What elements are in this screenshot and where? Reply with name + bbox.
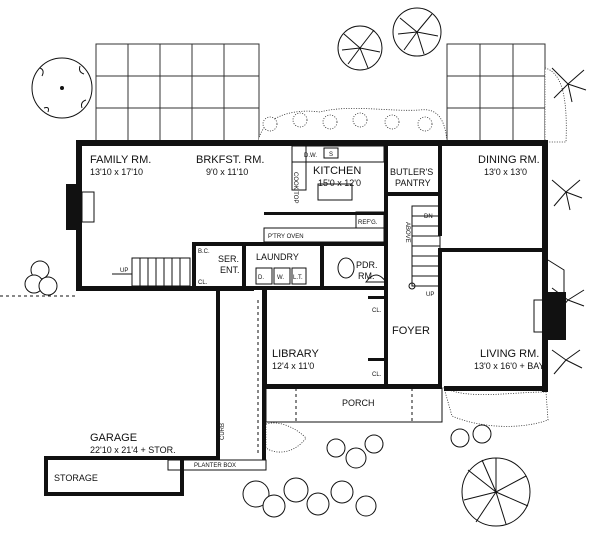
laundry-tub-label: L.T. bbox=[293, 275, 303, 281]
living-bay bbox=[547, 259, 565, 331]
living-room-name: LIVING RM. bbox=[480, 348, 539, 360]
family-stair-up-label: UP bbox=[120, 268, 128, 274]
porch-structure bbox=[265, 387, 443, 423]
washer-label: W. bbox=[277, 275, 284, 281]
butlers-pantry-line1: BUTLER'S bbox=[390, 167, 433, 177]
living-fireplace bbox=[533, 292, 566, 340]
service-entry-line1: SER. bbox=[218, 254, 239, 264]
planter-box-label: PLANTER BOX bbox=[194, 463, 236, 469]
foyer-stair bbox=[408, 205, 441, 290]
garage-name: GARAGE bbox=[90, 432, 137, 444]
garage-structure bbox=[0, 290, 267, 496]
breakfast-room-name: BRKFST. RM. bbox=[196, 154, 264, 166]
pantry-oven-label: P'TRY OVEN bbox=[268, 234, 304, 240]
kitchen-dims: 15'0 x 12'0 bbox=[318, 178, 361, 188]
dryer-label: D. bbox=[258, 275, 264, 281]
family-fireplace bbox=[66, 184, 95, 230]
library-name: LIBRARY bbox=[272, 348, 320, 360]
kitchen-name: KITCHEN bbox=[313, 165, 361, 177]
foyer-closet-upper-label: CL. bbox=[372, 308, 382, 314]
service-entry-line2: ENT. bbox=[220, 265, 240, 275]
tree-top-left bbox=[31, 57, 93, 119]
cooktop-label: COOK TOP bbox=[292, 172, 298, 203]
curb-label: CURB bbox=[220, 423, 226, 440]
kitchen-fixtures bbox=[263, 145, 385, 243]
front-planting bbox=[242, 387, 549, 518]
foyer-stair-up-label: UP bbox=[426, 292, 434, 298]
interior-walls bbox=[192, 146, 542, 386]
shrubs-left bbox=[24, 260, 58, 296]
dining-room-name: DINING RM. bbox=[478, 154, 540, 166]
storage-name: STORAGE bbox=[54, 473, 98, 483]
foyer-name: FOYER bbox=[392, 325, 430, 337]
tree-bottom-right bbox=[461, 457, 531, 527]
family-room-name: FAMILY RM. bbox=[90, 154, 151, 166]
service-closet-label: CL. bbox=[198, 280, 208, 286]
foyer-closet-lower-label: CL. bbox=[372, 372, 382, 378]
sink-label: S bbox=[329, 152, 333, 158]
laundry-name: LAUNDRY bbox=[256, 252, 299, 262]
library-dims: 12'4 x 11'0 bbox=[272, 361, 314, 371]
dishwasher-label: D.W. bbox=[304, 153, 317, 159]
powder-room-line1: PDR. bbox=[356, 260, 378, 270]
family-stair bbox=[112, 257, 191, 287]
rear-planting-bed bbox=[257, 67, 567, 143]
shrubs-right bbox=[551, 67, 587, 375]
refrigerator-label: REF'G. bbox=[358, 220, 378, 226]
laundry-fixtures bbox=[255, 267, 307, 285]
living-room-dims: 13'0 x 16'0 + BAY bbox=[474, 361, 545, 371]
family-room-dims: 13'10 x 17'10 bbox=[90, 167, 143, 177]
stair-above-label: ABOVE bbox=[404, 222, 410, 243]
garage-dims: 22'10 x 21'4 + STOR. bbox=[90, 445, 176, 455]
stair-down-label: DN bbox=[424, 214, 433, 220]
powder-room-line2: RM. bbox=[358, 271, 375, 281]
porch-name: PORCH bbox=[342, 398, 375, 408]
broom-closet-label: B.C. bbox=[198, 249, 210, 255]
dining-room-dims: 13'0 x 13'0 bbox=[484, 167, 527, 177]
tree-top-center bbox=[337, 7, 442, 71]
breakfast-room-dims: 9'0 x 11'10 bbox=[206, 167, 248, 177]
butlers-pantry-line2: PANTRY bbox=[395, 178, 431, 188]
powder-fixtures bbox=[337, 257, 387, 283]
